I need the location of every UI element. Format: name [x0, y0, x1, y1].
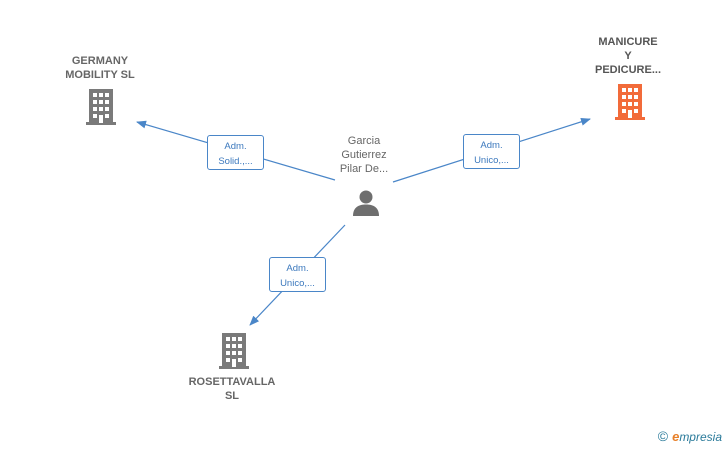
edge-label-line: Solid.,... [218, 156, 253, 167]
building-icon[interactable] [217, 333, 251, 369]
copyright-icon: © [657, 428, 669, 444]
building-icon[interactable] [84, 89, 118, 125]
company-label-germany-mobility[interactable]: GERMANY MOBILITY SL [65, 55, 135, 81]
edge-label-line: Unico,... [474, 155, 509, 166]
edge-label-line: Unico,... [280, 278, 315, 289]
edge-label-line: Adm. [224, 141, 247, 152]
building-icon-highlighted[interactable] [613, 84, 647, 120]
empresia-logo: empresia [672, 428, 722, 444]
person-name-label[interactable]: Garcia Gutierrez Pilar De... [339, 135, 389, 175]
person-icon[interactable] [351, 188, 381, 218]
edge-label-manicure[interactable]: Adm. Unico,... [463, 134, 520, 169]
company-label-rosettavalla[interactable]: ROSETTAVALLA SL [188, 376, 276, 402]
edge-label-line: Adm. [480, 140, 503, 151]
empresia-watermark[interactable]: © empresia [658, 428, 722, 444]
edge-label-germany[interactable]: Adm. Solid.,... [207, 135, 264, 170]
company-label-manicure-pedicure[interactable]: MANICURE Y PEDICURE... [594, 36, 661, 76]
edge-label-rosettavalla[interactable]: Adm. Unico,... [269, 257, 326, 292]
edge-label-line: Adm. [286, 263, 309, 274]
